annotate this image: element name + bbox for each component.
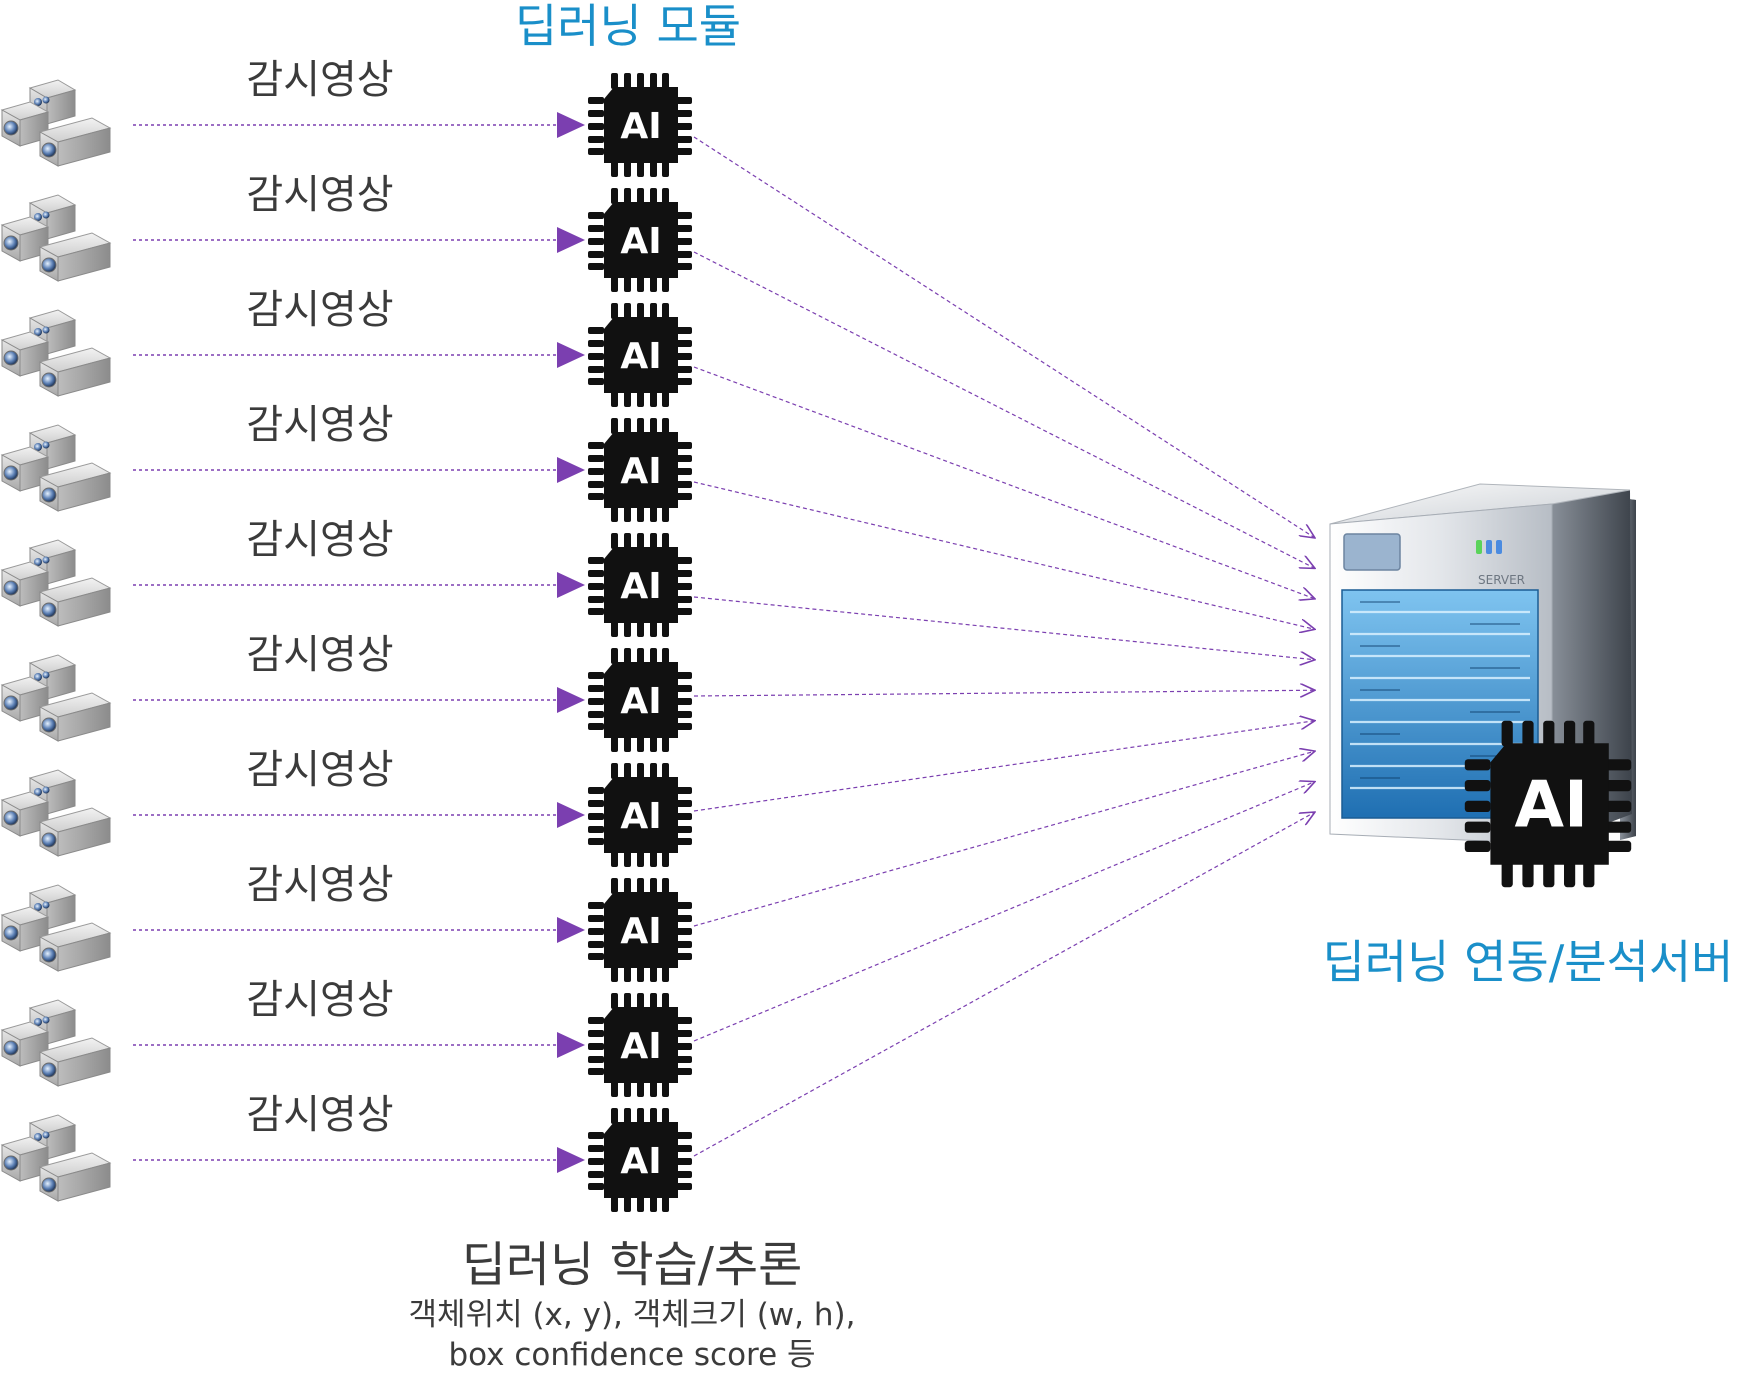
server-link-arrow [693, 481, 1315, 629]
cctv-camera-cluster-icon [1, 654, 111, 742]
feed-label: 감시영상 [246, 517, 393, 563]
ai-chip-icon: AI [588, 303, 692, 407]
ai-chip-icon: AI [588, 763, 692, 867]
ai-chip-label: AI [620, 221, 661, 262]
ai-chip-icon: AI [588, 188, 692, 292]
ai-chip-label: AI [620, 1141, 661, 1182]
server-link-arrow [693, 366, 1315, 599]
feed-label: 감시영상 [246, 862, 393, 908]
server-link-arrow [693, 251, 1315, 568]
learning-detail-line2: box confidence score 등 [448, 1337, 815, 1373]
ai-chip-icon: AI [588, 878, 692, 982]
feed-label: 감시영상 [246, 1092, 393, 1138]
server-brand: SERVER [1478, 573, 1525, 587]
ai-chip-label: AI [620, 911, 661, 952]
server-link-arrow [693, 782, 1315, 1042]
cctv-camera-cluster-icon [1, 79, 111, 167]
ai-chip-icon: AI [588, 648, 692, 752]
feed-label: 감시영상 [246, 747, 393, 793]
cctv-camera-cluster-icon [1, 424, 111, 512]
server-link-arrow [693, 721, 1315, 812]
ai-chip-icon: AI [588, 73, 692, 177]
ai-chip-label: AI [620, 106, 661, 147]
ai-chip-icon: AI [588, 418, 692, 522]
ai-chip-icon: AI [588, 993, 692, 1097]
cctv-camera-cluster-icon [1, 309, 111, 397]
ai-chip-label: AI [620, 796, 661, 837]
server-ai-chip-icon: AI [1464, 720, 1632, 888]
ai-chip-label: AI [620, 681, 661, 722]
cctv-camera-cluster-icon [1, 769, 111, 857]
server-links [693, 136, 1315, 1157]
feed-label: 감시영상 [246, 632, 393, 678]
feed-label: 감시영상 [246, 402, 393, 448]
cctv-camera-cluster-icon [1, 999, 111, 1087]
cctv-camera-cluster-icon [1, 884, 111, 972]
feed-label: 감시영상 [246, 977, 393, 1023]
server-link-arrow [693, 812, 1315, 1157]
ai-chip-label: AI [620, 336, 661, 377]
learning-title: 딥러닝 학습/추론 [462, 1237, 803, 1293]
server-tower-icon: SERVER [1329, 483, 1636, 845]
feed-label: 감시영상 [246, 287, 393, 333]
server-link-arrow [693, 751, 1315, 927]
ai-chip-icon: AI [588, 533, 692, 637]
server-title: 딥러닝 연동/분석서버 [1322, 935, 1733, 989]
ai-chip-label: AI [620, 566, 661, 607]
feed-label: 감시영상 [246, 57, 393, 103]
server-link-arrow [693, 596, 1315, 660]
server-link-arrow [693, 690, 1315, 696]
cctv-camera-cluster-icon [1, 194, 111, 282]
ai-chip-label: AI [620, 451, 661, 492]
cctv-camera-cluster-icon [1, 539, 111, 627]
ai-chip-label: AI [620, 1026, 661, 1067]
svg-text:AI: AI [1515, 768, 1588, 842]
cctv-camera-cluster-icon [1, 1114, 111, 1202]
server-link-arrow [693, 136, 1315, 538]
learning-detail-line1: 객체위치 (x, y), 객체크기 (w, h), [409, 1297, 856, 1333]
ai-chip-icon: AI [588, 1108, 692, 1212]
feed-rows: 감시영상 AI 감시영상 AI 감시영상 AI 감시영상 AI 감시영상 AI 감시영상 AI 감시영상… [1, 57, 692, 1212]
module-title: 딥러닝 모듈 [515, 0, 741, 53]
feed-label: 감시영상 [246, 172, 393, 218]
